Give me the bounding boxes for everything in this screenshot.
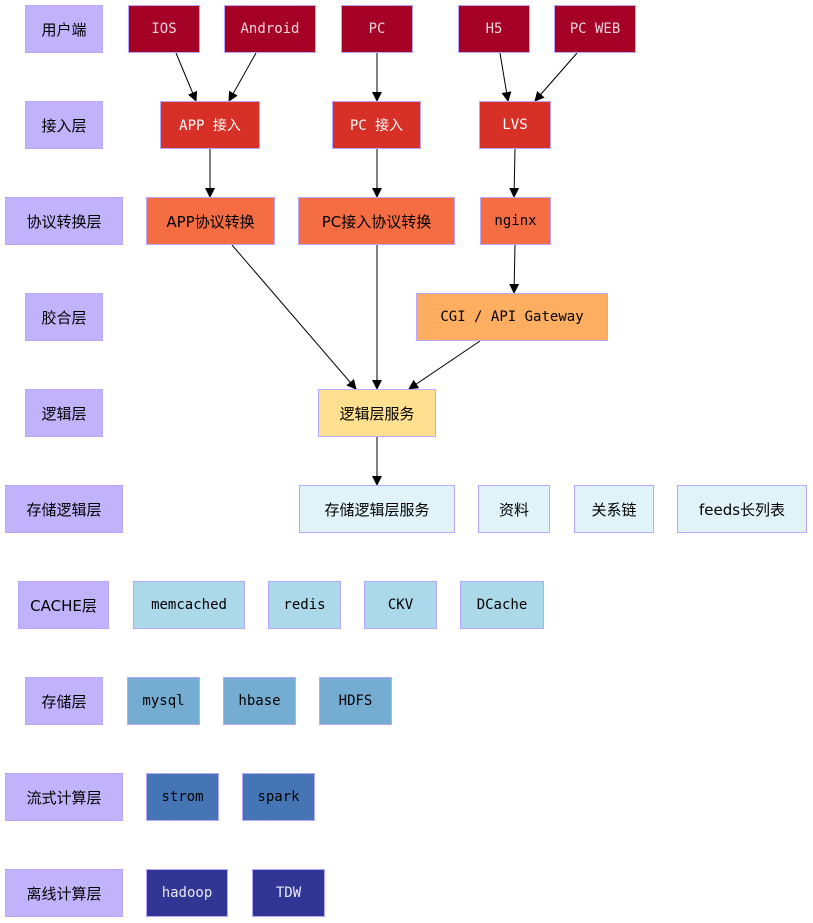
layer-label-access: 接入层 xyxy=(25,101,103,149)
edge-cgi-to-logic_svc xyxy=(408,340,481,390)
node-dcache: DCache xyxy=(460,581,544,629)
node-logic-service: 逻辑层服务 xyxy=(318,389,436,437)
node-nginx: nginx xyxy=(480,197,551,245)
node-hbase: hbase xyxy=(223,677,296,725)
edge-nginx-to-cgi xyxy=(509,244,520,294)
node-app-protocol: APP协议转换 xyxy=(146,197,275,245)
node-redis: redis xyxy=(268,581,341,629)
edge-android-to-app_access xyxy=(228,52,257,102)
node-storage-logic-service: 存储逻辑层服务 xyxy=(299,485,455,533)
node-relation-chain: 关系链 xyxy=(574,485,654,533)
node-hdfs: HDFS xyxy=(319,677,392,725)
edge-lvs-to-nginx xyxy=(509,148,520,198)
layer-label-protocol: 协议转换层 xyxy=(5,197,123,245)
node-app-access: APP 接入 xyxy=(160,101,260,149)
node-pc-protocol: PC接入协议转换 xyxy=(298,197,455,245)
node-android: Android xyxy=(224,5,316,53)
edge-ios-to-app_access xyxy=(175,52,198,102)
layer-label-glue: 胶合层 xyxy=(25,293,103,341)
node-cgi-api-gateway: CGI / API Gateway xyxy=(416,293,608,341)
node-lvs: LVS xyxy=(479,101,551,149)
layer-label-stream: 流式计算层 xyxy=(5,773,123,821)
edge-app_proto-to-logic_svc xyxy=(231,244,357,390)
node-feeds-list: feeds长列表 xyxy=(677,485,807,533)
edge-h5-to-lvs xyxy=(499,52,512,102)
node-mysql: mysql xyxy=(127,677,200,725)
layer-label-user: 用户端 xyxy=(25,5,103,53)
node-spark: spark xyxy=(242,773,315,821)
node-strom: strom xyxy=(146,773,219,821)
node-pc-web: PC WEB xyxy=(554,5,636,53)
node-tdw: TDW xyxy=(252,869,325,917)
layer-label-logic: 逻辑层 xyxy=(25,389,103,437)
layer-label-cache: CACHE层 xyxy=(18,581,109,629)
layer-label-offline: 离线计算层 xyxy=(5,869,123,917)
node-ckv: CKV xyxy=(364,581,437,629)
node-pc-access: PC 接入 xyxy=(332,101,421,149)
layer-label-storage: 存储层 xyxy=(25,677,103,725)
node-profile: 资料 xyxy=(478,485,550,533)
node-hadoop: hadoop xyxy=(146,869,228,917)
node-memcached: memcached xyxy=(133,581,245,629)
edge-pcweb-to-lvs xyxy=(534,52,578,102)
node-h5: H5 xyxy=(458,5,530,53)
layer-label-storage-logic: 存储逻辑层 xyxy=(5,485,123,533)
node-ios: IOS xyxy=(128,5,200,53)
node-pc: PC xyxy=(341,5,413,53)
